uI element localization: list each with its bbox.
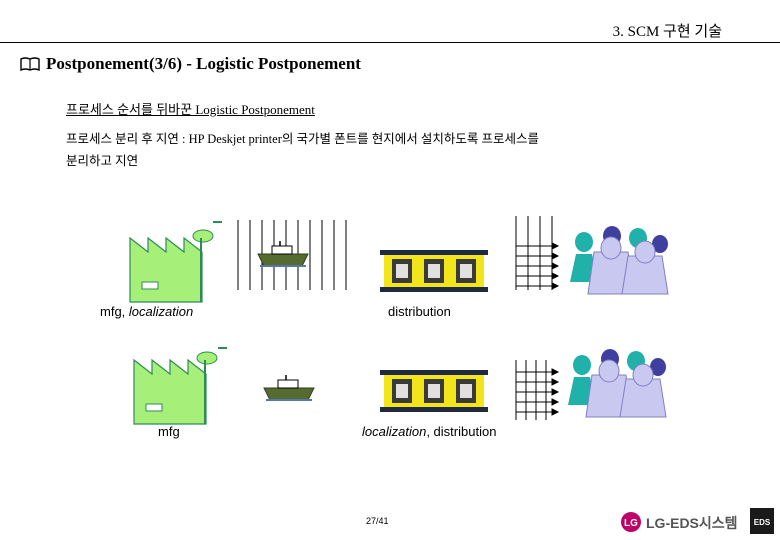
company-logo-text: LG-EDS시스템	[646, 515, 738, 531]
row1-right-caption: distribution	[388, 304, 451, 319]
row2-right-caption: localization, distribution	[362, 424, 496, 439]
customers-icon	[568, 349, 666, 417]
ship-icon	[264, 375, 314, 400]
factory-icon	[130, 238, 202, 302]
factory-icon	[134, 360, 206, 424]
delivery-arrows	[516, 369, 558, 415]
arrow-group-distribution	[516, 360, 546, 420]
eds-badge-label: EDS	[754, 518, 771, 527]
smoke-cloud	[193, 222, 222, 242]
warehouse-icon	[380, 250, 488, 292]
smoke-cloud	[197, 348, 227, 364]
row1-left-caption: mfg, localization	[100, 304, 193, 319]
warehouse-icon	[380, 370, 488, 412]
ship-icon	[258, 241, 308, 266]
lg-logo-icon: LG	[621, 512, 641, 532]
svg-text:LG: LG	[624, 518, 638, 529]
page-number: 27/41	[366, 516, 389, 526]
arrow-group-delivery	[516, 216, 552, 290]
row2-left-caption: mfg	[158, 424, 180, 439]
customers-icon	[570, 226, 668, 294]
